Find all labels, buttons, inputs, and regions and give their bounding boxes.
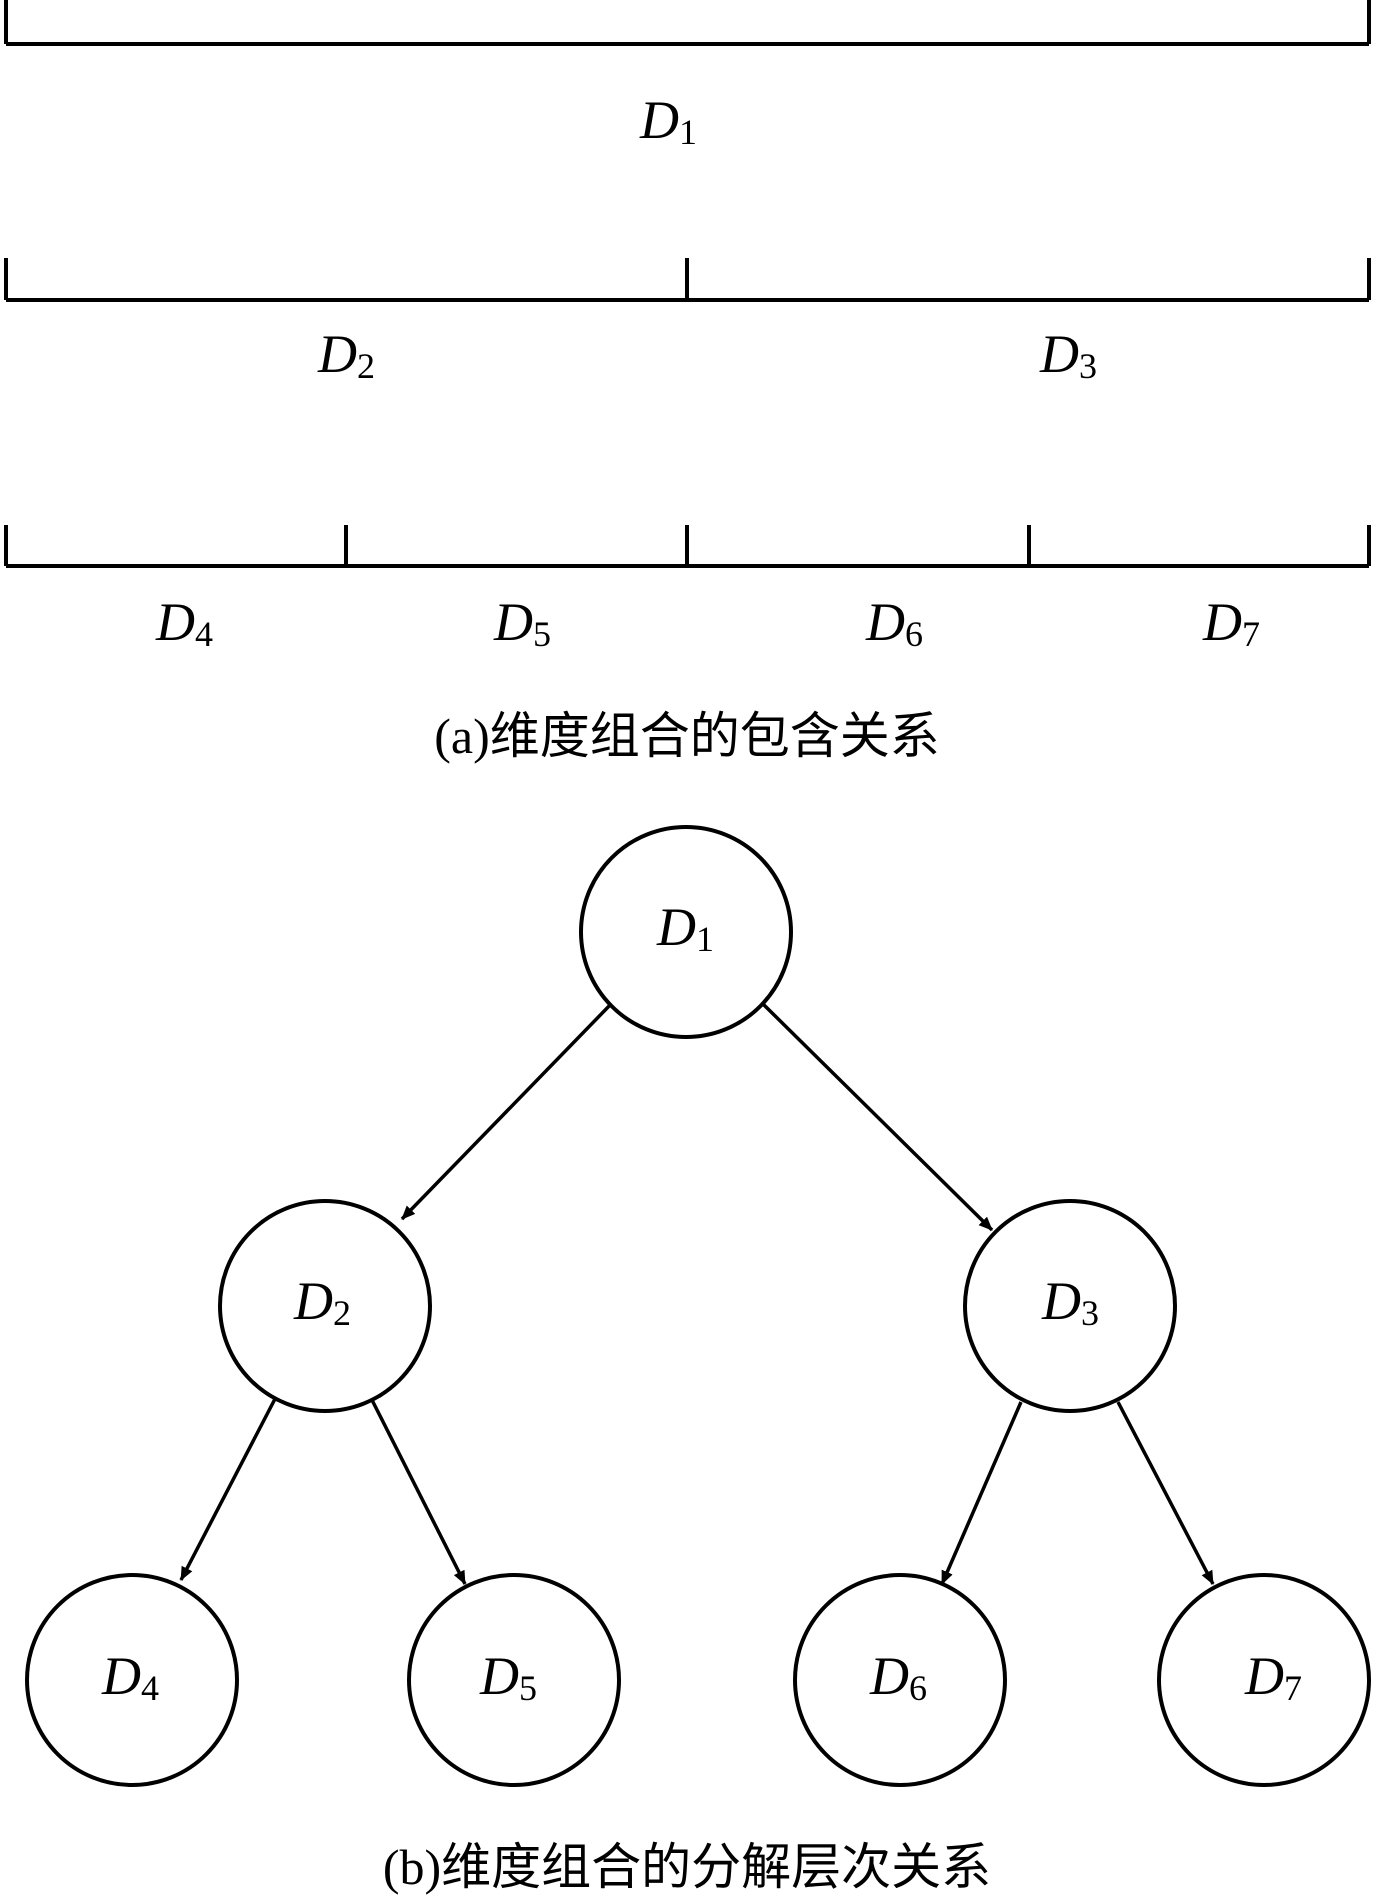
bracket-level-1: [4, 0, 1371, 46]
svg-text:D2: D2: [293, 1271, 351, 1333]
caption-a: (a)维度组合的包含关系: [434, 708, 940, 764]
containment-diagram: [4, 0, 1371, 568]
edge-d1-d3: [760, 1001, 994, 1232]
segment-label-d1: D1: [639, 90, 697, 152]
tree-node-d3: D3: [963, 1199, 1177, 1413]
segment-label-d4: D4: [155, 592, 213, 654]
svg-text:D7: D7: [1244, 1646, 1302, 1708]
tree-edges: [179, 1001, 1215, 1585]
segment-label-d7: D7: [1202, 592, 1260, 654]
tree-node-d5: D5: [407, 1573, 621, 1787]
tree-node-d1: D1: [579, 825, 793, 1039]
svg-text:D5: D5: [479, 1646, 537, 1708]
segment-label-d5: D5: [493, 592, 551, 654]
tree-node-d4: D4: [25, 1573, 239, 1787]
svg-text:D6: D6: [869, 1646, 927, 1708]
edge-d2-d5: [370, 1399, 467, 1585]
edge-d3-d7: [1116, 1401, 1215, 1585]
hierarchy-tree: D1 D2 D3 D4 D5: [25, 825, 1371, 1787]
tree-node-d7: D7: [1157, 1573, 1371, 1787]
svg-text:D3: D3: [1041, 1271, 1099, 1333]
bracket-level-2: [4, 258, 1371, 302]
edge-d3-d6: [940, 1401, 1023, 1585]
bracket-level-3: [4, 525, 1371, 568]
tree-node-d6: D6: [793, 1573, 1007, 1787]
segment-label-d3: D3: [1039, 324, 1097, 386]
edge-d2-d4: [179, 1396, 278, 1581]
caption-b: (b)维度组合的分解层次关系: [383, 1839, 991, 1895]
segment-label-d2: D2: [317, 324, 375, 386]
svg-text:D4: D4: [101, 1646, 159, 1708]
segment-label-d6: D6: [865, 592, 923, 654]
containment-labels: D1 D2 D3 D4 D5 D6 D7: [155, 90, 1260, 654]
tree-node-d2: D2: [218, 1199, 432, 1413]
edge-d1-d2: [400, 1001, 614, 1221]
svg-text:D1: D1: [656, 897, 714, 959]
